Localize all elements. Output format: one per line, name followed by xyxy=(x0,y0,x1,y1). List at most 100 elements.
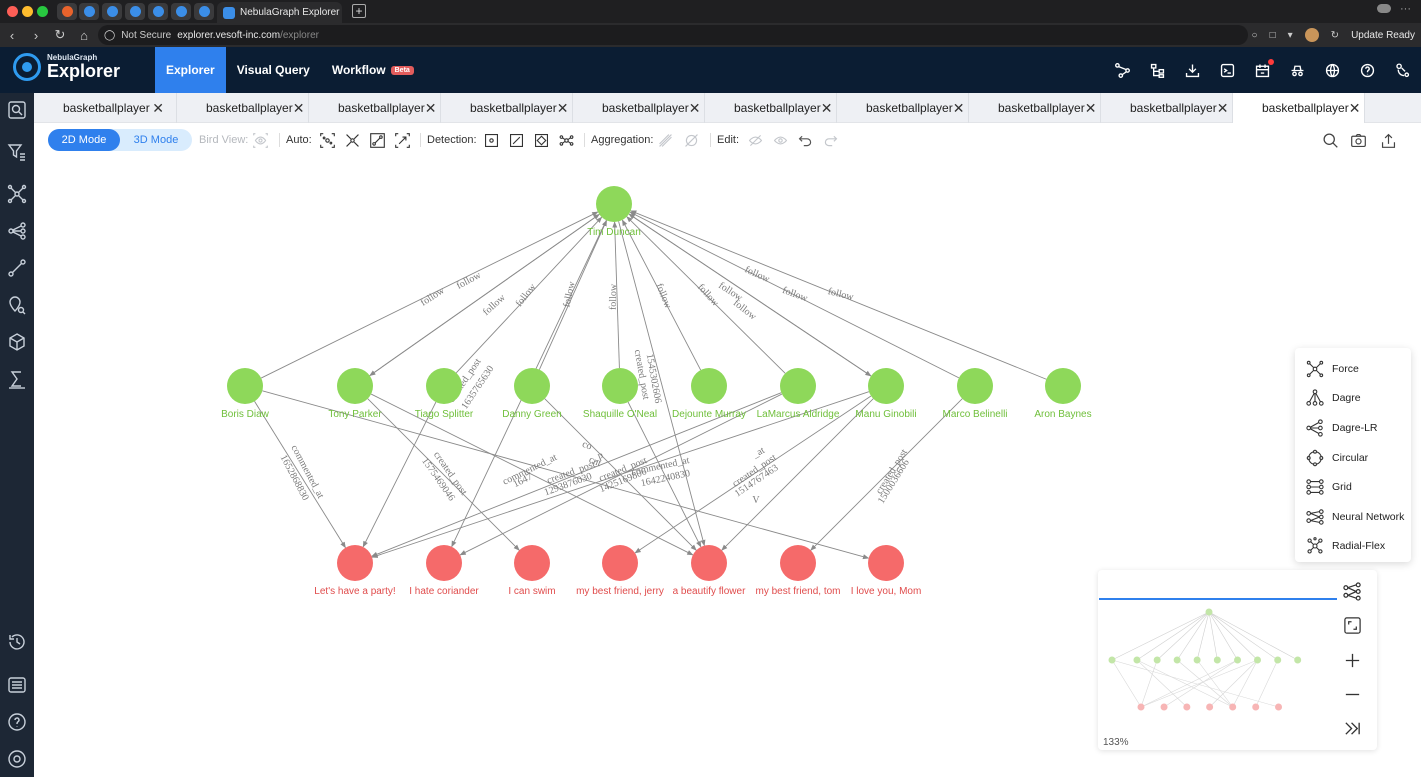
search-panel-icon[interactable] xyxy=(5,98,29,122)
collapse-panel-icon[interactable] xyxy=(1341,717,1363,739)
follow-edge[interactable] xyxy=(369,213,600,377)
post-node[interactable] xyxy=(691,545,727,581)
post-edge[interactable] xyxy=(544,398,697,551)
forward-arrow-icon[interactable]: › xyxy=(33,27,39,43)
created-post-edge[interactable] xyxy=(618,221,706,547)
dropdown-icon[interactable]: ▾ xyxy=(1287,29,1293,41)
follow-edge[interactable] xyxy=(455,216,603,374)
new-tab-button[interactable]: + xyxy=(352,4,366,18)
player-node[interactable] xyxy=(514,368,550,404)
location-search-icon[interactable] xyxy=(5,293,29,317)
layout-dagre[interactable]: Dagre xyxy=(1295,384,1411,414)
profile-avatar[interactable] xyxy=(1304,28,1319,42)
browser-tab-opera[interactable] xyxy=(57,3,77,20)
follow-edge[interactable] xyxy=(626,216,786,374)
post-edge[interactable] xyxy=(362,401,437,548)
close-tab-icon[interactable]: ✕ xyxy=(820,99,833,116)
sum-formula-icon[interactable] xyxy=(5,367,29,391)
canvas-tab[interactable]: basketballplayer✕ xyxy=(1101,93,1233,123)
close-tab-icon[interactable]: ✕ xyxy=(1084,99,1097,116)
browser-tab[interactable] xyxy=(171,3,191,20)
canvas-tab[interactable]: basketballplayer✕ xyxy=(441,93,573,123)
layout-radial-flex[interactable]: Radial-Flex xyxy=(1295,532,1411,562)
graph-nodes-icon[interactable] xyxy=(5,182,29,206)
zoom-out-icon[interactable] xyxy=(1341,683,1363,705)
browser-tab[interactable] xyxy=(125,3,145,20)
post-edge[interactable] xyxy=(627,401,702,548)
post-node[interactable] xyxy=(337,545,373,581)
cloud-icon[interactable] xyxy=(1377,4,1391,13)
nav-tab-visual-query[interactable]: Visual Query xyxy=(226,47,321,93)
aggregate-edges-icon[interactable] xyxy=(656,131,674,149)
follow-edge[interactable] xyxy=(630,210,1047,380)
layout-grid[interactable]: Grid xyxy=(1295,472,1411,502)
auto-expand-icon[interactable] xyxy=(343,131,361,149)
app-logo[interactable]: NebulaGraph Explorer xyxy=(13,53,120,81)
close-tab-icon[interactable]: ✕ xyxy=(1348,99,1361,116)
bookmark-icon[interactable]: □ xyxy=(1269,29,1276,41)
search-icon[interactable] xyxy=(1321,131,1339,149)
follow-edge[interactable] xyxy=(629,211,960,379)
follow-edge[interactable] xyxy=(260,211,599,379)
layout-dagre-lr[interactable]: Dagre-LR xyxy=(1295,413,1411,443)
player-node[interactable] xyxy=(957,368,993,404)
browser-tab-active[interactable]: NebulaGraph Explorer xyxy=(217,2,342,23)
post-edge[interactable] xyxy=(371,392,782,557)
post-node[interactable] xyxy=(780,545,816,581)
post-node[interactable] xyxy=(868,545,904,581)
close-tab-icon[interactable]: ✕ xyxy=(688,99,701,116)
player-node[interactable] xyxy=(227,368,263,404)
expand-share-icon[interactable] xyxy=(5,219,29,243)
path-icon[interactable] xyxy=(5,256,29,280)
console-icon[interactable] xyxy=(1219,62,1236,79)
history-icon[interactable] xyxy=(5,630,29,654)
post-edge[interactable] xyxy=(262,390,870,560)
close-window-button[interactable] xyxy=(7,6,18,17)
browser-tab[interactable] xyxy=(102,3,122,20)
layout-force[interactable]: Force xyxy=(1295,354,1411,384)
tree-structure-icon[interactable] xyxy=(1149,62,1166,79)
detect-edge-icon[interactable] xyxy=(507,131,525,149)
follow-edge[interactable] xyxy=(538,219,608,370)
layout-circular[interactable]: Circular xyxy=(1295,443,1411,473)
redo-icon[interactable] xyxy=(821,131,839,149)
close-tab-icon[interactable]: ✕ xyxy=(424,99,437,116)
canvas-tab[interactable]: basketballplayer✕ xyxy=(573,93,705,123)
canvas-tab[interactable]: basketballplayer✕ xyxy=(705,93,837,123)
user-connect-icon[interactable] xyxy=(1394,62,1411,79)
list-panel-icon[interactable] xyxy=(5,673,29,697)
maximize-window-button[interactable] xyxy=(37,6,48,17)
player-node[interactable] xyxy=(337,368,373,404)
close-tab-icon[interactable]: ✕ xyxy=(292,99,305,116)
follow-edge[interactable] xyxy=(621,219,702,371)
player-node[interactable] xyxy=(426,368,462,404)
post-edge[interactable] xyxy=(370,393,694,556)
auto-link-icon[interactable] xyxy=(393,131,411,149)
detect-loop-icon[interactable] xyxy=(532,131,550,149)
post-edge[interactable] xyxy=(810,398,963,551)
player-node[interactable] xyxy=(868,368,904,404)
post-node[interactable] xyxy=(514,545,550,581)
hide-node-icon[interactable] xyxy=(746,131,764,149)
hide-edge-icon[interactable] xyxy=(771,131,789,149)
incognito-icon[interactable] xyxy=(1289,62,1306,79)
canvas-tab[interactable]: basketballplayer✕ xyxy=(969,93,1101,123)
mode-2d-button[interactable]: 2D Mode xyxy=(48,129,120,151)
cube-icon[interactable] xyxy=(5,330,29,354)
export-upload-icon[interactable] xyxy=(1379,131,1397,149)
auto-select-icon[interactable] xyxy=(318,131,336,149)
update-icon[interactable]: ↻ xyxy=(1330,29,1340,41)
canvas-tab[interactable]: basketballplayer✕ xyxy=(34,93,177,123)
minimap-preview[interactable] xyxy=(1098,600,1338,734)
close-tab-icon[interactable]: ✕ xyxy=(152,99,164,116)
globe-icon[interactable] xyxy=(1324,62,1341,79)
canvas-tab[interactable]: basketballplayer✕ xyxy=(177,93,309,123)
hub-node[interactable] xyxy=(596,186,632,222)
reload-icon[interactable]: ↻ xyxy=(54,27,66,42)
more-dots-icon[interactable]: ··· xyxy=(1400,3,1411,15)
home-icon[interactable]: ⌂ xyxy=(80,27,88,43)
follow-edge[interactable] xyxy=(628,213,872,377)
update-ready-label[interactable]: Update Ready xyxy=(1351,29,1415,41)
